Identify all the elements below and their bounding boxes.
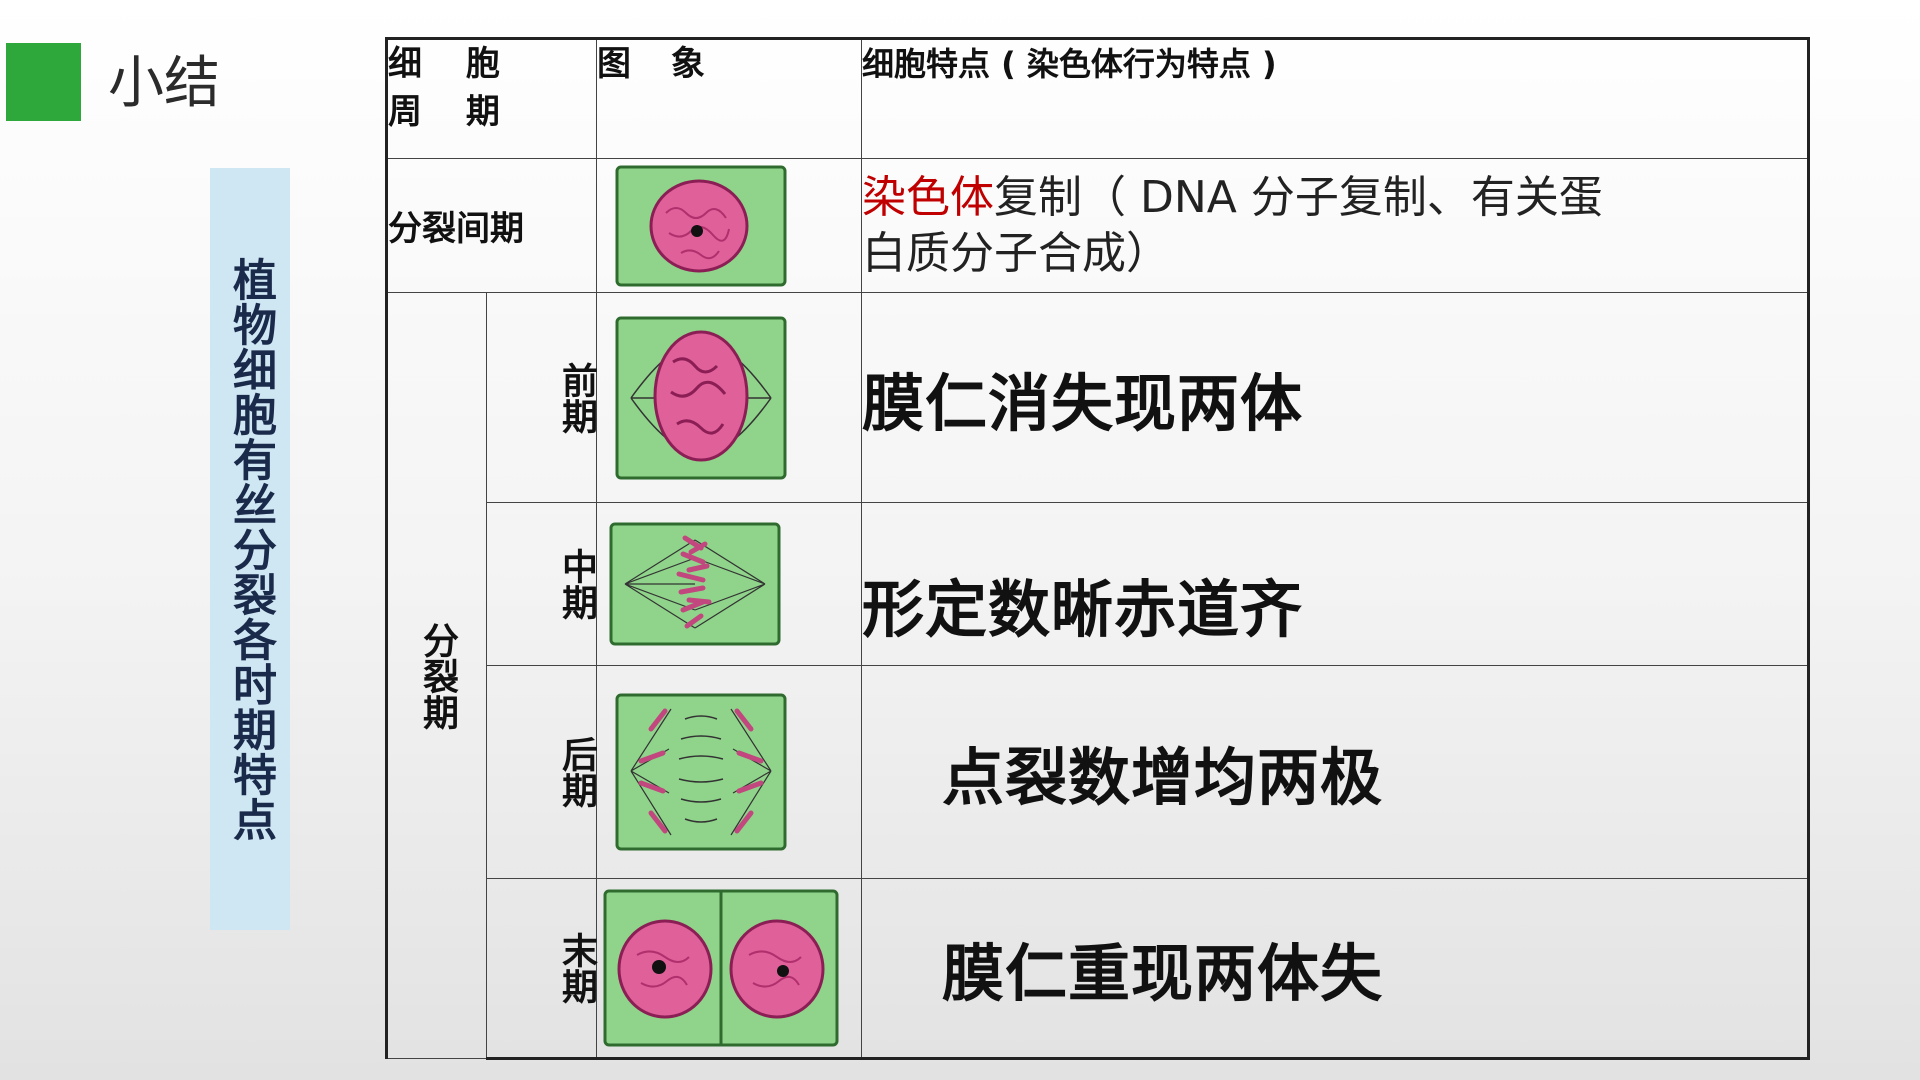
side-vertical-label: 植物细胞有丝分裂各时期特点 xyxy=(210,168,290,930)
table-header-row: 细 胞 周 期 图 象 细胞特点 ( 染色体行为特点 ) xyxy=(385,37,1810,159)
stage-label-anaphase: 后期 xyxy=(486,665,597,879)
metaphase-image-cell xyxy=(596,502,862,666)
table-row-metaphase: 中期 形定数晰赤道齐 xyxy=(387,502,1810,666)
slide-title: 小结 xyxy=(108,51,220,116)
table-row-anaphase: 后期 点裂数增均两极 xyxy=(387,665,1810,879)
anaphase-feature: 点裂数增均两极 xyxy=(861,665,1810,879)
interphase-feature: 染色体复制（ DNA 分子复制、有关蛋 白质分子合成） xyxy=(861,158,1810,293)
prophase-feature: 膜仁消失现两体 xyxy=(861,292,1810,503)
stage-label-metaphase: 中期 xyxy=(486,502,597,666)
interphase-image-cell xyxy=(596,158,862,293)
metaphase-feature: 形定数晰赤道齐 xyxy=(861,502,1810,666)
telophase-feature: 膜仁重现两体失 xyxy=(861,878,1810,1060)
interphase-feature-line1: 染色体复制（ DNA 分子复制、有关蛋 xyxy=(862,170,1807,226)
interphase-feature-line2: 白质分子合成） xyxy=(862,227,1170,279)
header-cell-cycle: 细 胞 周 期 xyxy=(385,37,597,159)
metaphase-cell-image xyxy=(609,522,781,646)
table-row-prophase: 分裂期 前期 膜仁消失现两体 xyxy=(385,292,1810,1059)
interphase-feature-rest: 复制（ DNA 分子复制、有关蛋 xyxy=(994,171,1603,223)
chromosome-highlight: 染色体 xyxy=(862,171,994,223)
stage-label-prophase: 前期 xyxy=(486,292,597,503)
table-row-interphase: 分裂间期 染色体复制（ DNA 分子复制、有关蛋 白质分子合成） xyxy=(385,158,1810,293)
mitosis-phase-table: 细 胞 周 期 图 象 细胞特点 ( 染色体行为特点 ) 分裂间期 染色体复制（… xyxy=(385,37,1810,1060)
header-features: 细胞特点 ( 染色体行为特点 ) xyxy=(861,37,1810,159)
prophase-image-cell xyxy=(596,292,862,503)
telophase-image-cell xyxy=(596,878,862,1060)
header-cell-cycle-line2: 周 期 xyxy=(388,92,516,132)
header-image: 图 象 xyxy=(596,37,862,159)
title-accent-square xyxy=(6,43,81,121)
table-row-telophase: 末期 膜仁重现两体失 xyxy=(387,878,1810,1060)
interphase-cell-image xyxy=(615,165,787,286)
interphase-label: 分裂间期 xyxy=(385,158,597,293)
stage-label-telophase: 末期 xyxy=(486,878,597,1060)
anaphase-image-cell xyxy=(596,665,862,879)
header-cell-cycle-line1: 细 胞 xyxy=(388,44,516,84)
anaphase-cell-image xyxy=(615,693,787,851)
prophase-cell-image xyxy=(615,316,787,479)
division-phase-label: 分裂期 xyxy=(385,292,487,1059)
telophase-cell-image xyxy=(603,889,839,1047)
